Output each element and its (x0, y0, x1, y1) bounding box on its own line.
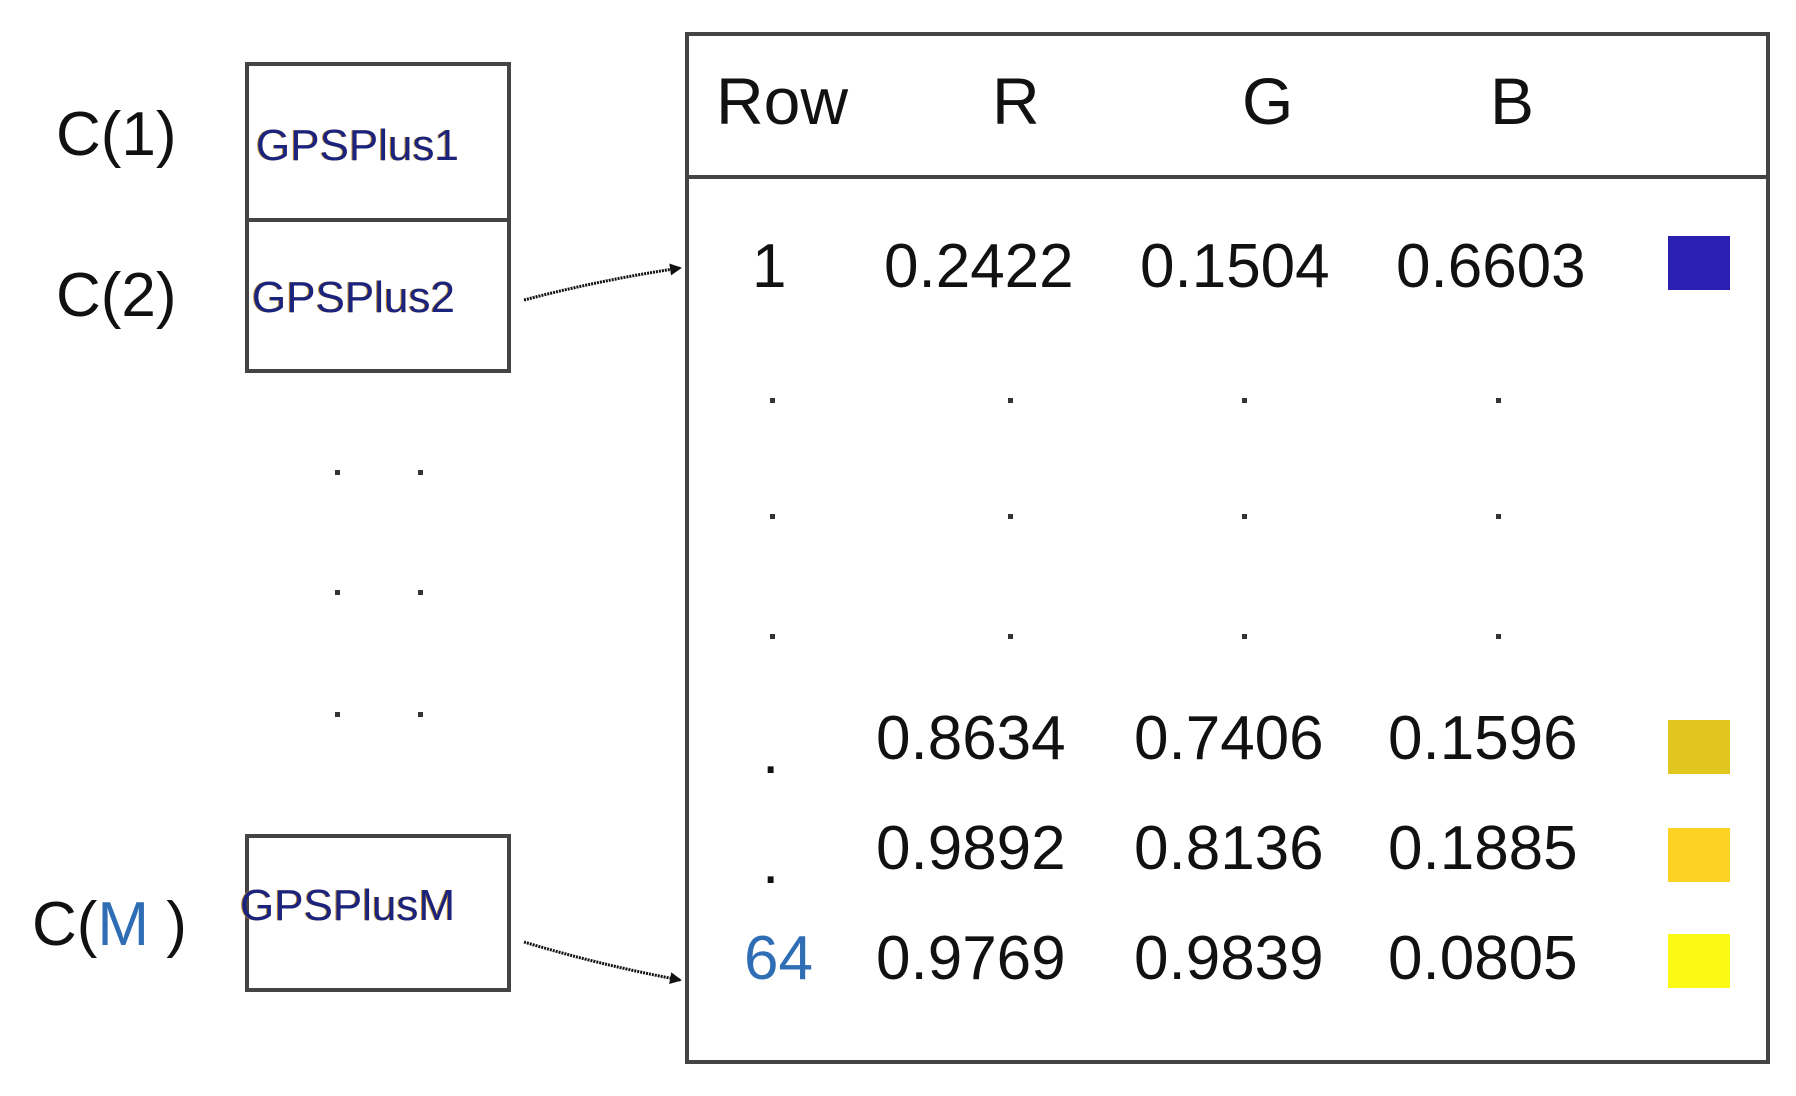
gpsplus2-box (245, 218, 511, 373)
ellipsis-dot (335, 712, 340, 717)
label-c2: C(2) (56, 261, 177, 330)
label-cm-letter: M (97, 890, 150, 959)
arrow-gpsplusm-to-table (523, 940, 682, 985)
label-c1: C(1) (56, 100, 177, 169)
gpsplusm-box (245, 834, 511, 992)
row-64-swatch (1668, 934, 1730, 988)
arrow-gpsplus2-to-table (523, 263, 682, 302)
gpsplusm-label: GPSPlusM (240, 881, 456, 930)
table-ellipsis-dot (1496, 634, 1501, 639)
table-ellipsis-dot (1242, 398, 1247, 403)
table-ellipsis-dot (1242, 514, 1247, 519)
row-62-b: 0.1596 (1388, 704, 1578, 773)
label-cm-suffix: ) (149, 890, 187, 959)
row-64-g: 0.9839 (1134, 924, 1324, 993)
ellipsis-dot (335, 590, 340, 595)
header-r: R (992, 64, 1040, 138)
header-row: Row (716, 64, 849, 138)
row-63-b: 0.1885 (1388, 814, 1578, 883)
row-64-b: 0.0805 (1388, 924, 1578, 993)
row-63-swatch (1668, 828, 1730, 882)
row-63-g: 0.8136 (1134, 814, 1324, 883)
row-1-index: 1 (752, 232, 787, 301)
ellipsis-dot (418, 590, 423, 595)
gpsplus2-label: GPSPlus2 (252, 273, 455, 322)
table-ellipsis-dot (770, 514, 775, 519)
table-ellipsis-dot (1008, 398, 1013, 403)
gpsplus1-label: GPSPlus1 (256, 121, 459, 170)
row-62-swatch (1668, 720, 1730, 774)
row-63-r: 0.9892 (876, 814, 1066, 883)
header-b: B (1490, 64, 1535, 138)
ellipsis-dot (335, 470, 340, 475)
ellipsis-dot (418, 470, 423, 475)
label-cm-prefix: C( (32, 890, 98, 959)
header-g: G (1242, 64, 1294, 138)
row-1-r: 0.2422 (884, 232, 1074, 301)
row-64-r: 0.9769 (876, 924, 1066, 993)
row-62-g: 0.7406 (1134, 704, 1324, 773)
row-1-b: 0.6603 (1396, 232, 1586, 301)
row-64-index: 64 (744, 924, 813, 993)
table-ellipsis-dot (770, 634, 775, 639)
row-63-index: . (762, 828, 780, 897)
table-ellipsis-dot (1496, 398, 1501, 403)
row-62-r: 0.8634 (876, 704, 1066, 773)
row-1-g: 0.1504 (1140, 232, 1330, 301)
color-table-panel (685, 32, 1770, 1064)
table-ellipsis-dot (770, 398, 775, 403)
label-cm: C(M ) (32, 894, 187, 956)
row-62-index: . (762, 718, 780, 787)
header-divider (685, 175, 1770, 179)
table-ellipsis-dot (1242, 634, 1247, 639)
table-ellipsis-dot (1496, 514, 1501, 519)
ellipsis-dot (418, 712, 423, 717)
table-ellipsis-dot (1008, 514, 1013, 519)
row-1-swatch (1668, 236, 1730, 290)
table-ellipsis-dot (1008, 634, 1013, 639)
